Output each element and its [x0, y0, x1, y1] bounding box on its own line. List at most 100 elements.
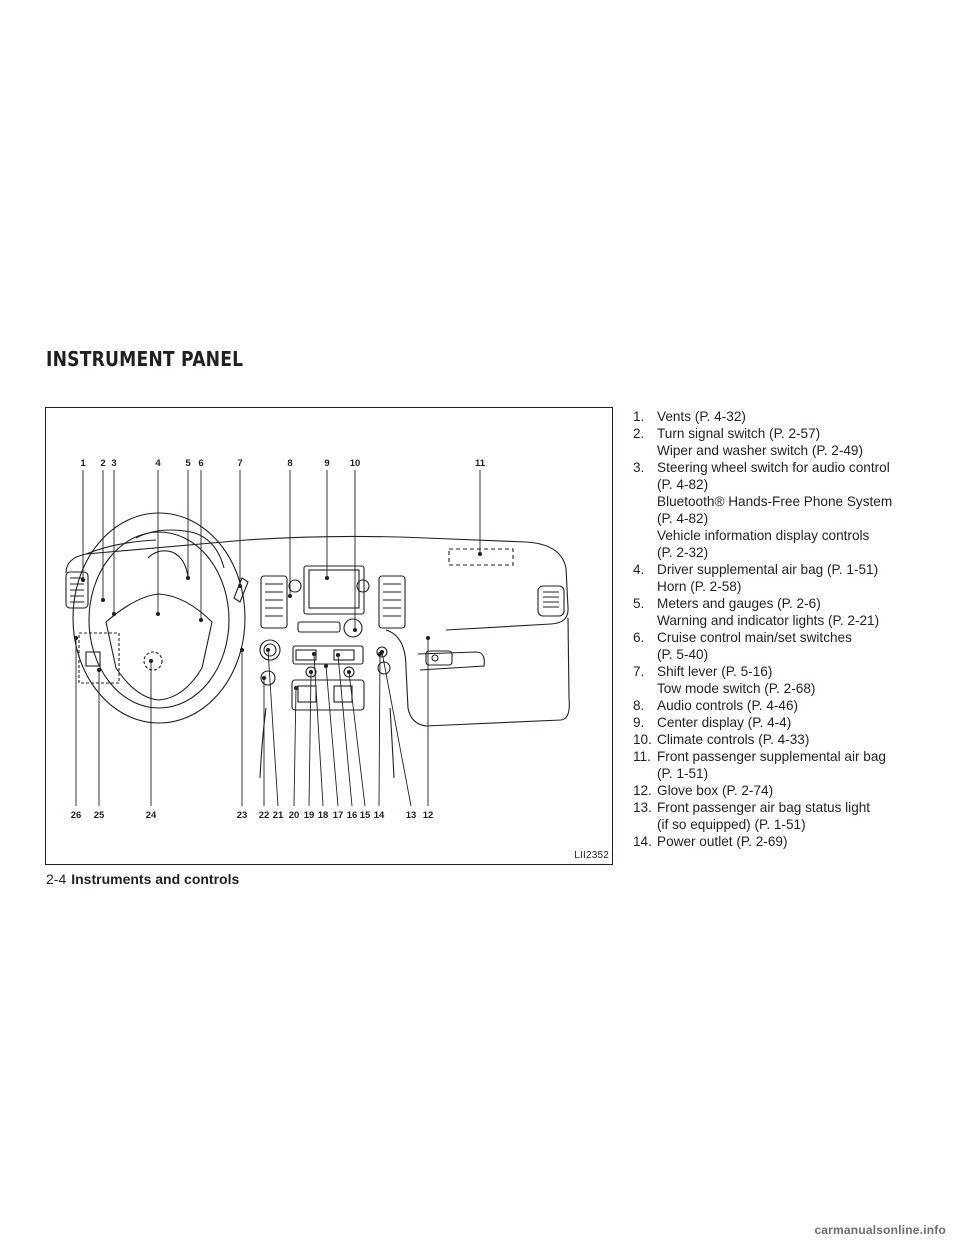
leader-line: [381, 651, 412, 807]
list-item-line: Climate controls (P. 4-33): [657, 732, 810, 747]
list-item-number: 2.: [633, 426, 645, 441]
list-item-text: Front passenger air bag status light(if …: [657, 799, 933, 833]
list-item-text: Center display (P. 4-4): [657, 714, 933, 731]
callout-number: 2: [100, 458, 105, 469]
list-item: 11.Front passenger supplemental air bag(…: [633, 748, 933, 782]
leader-dot: [148, 658, 154, 664]
leader-dot: [73, 635, 79, 641]
list-item-text: Cruise control main/set switches (P. 5-40…: [657, 629, 933, 663]
list-item-number: 7.: [633, 664, 645, 679]
list-item-number: 13.: [633, 800, 652, 815]
leader-dot: [352, 627, 358, 633]
list-item: 9. Center display (P. 4-4): [633, 714, 933, 731]
callout-number: 22: [259, 810, 270, 821]
list-item-text: Climate controls (P. 4-33): [657, 731, 933, 748]
list-item-line: Glove box (P. 2-74): [657, 783, 774, 798]
list-item-text: Shift lever (P. 5-16)Tow mode switch (P.…: [657, 663, 933, 697]
callout-number: 25: [94, 810, 105, 821]
callout-number: 19: [304, 810, 315, 821]
callout-number: 24: [146, 810, 157, 821]
list-item-number: 3.: [633, 460, 645, 475]
list-item-line: Steering wheel switch for audio control: [657, 460, 890, 475]
leader-dot: [287, 593, 293, 599]
list-item-line: Vehicle information display controls: [657, 528, 870, 543]
callout-number: 5: [185, 458, 191, 469]
leader-line: [267, 649, 279, 807]
list-item-number: 4.: [633, 562, 645, 577]
list-item-line: (P. 4-82): [657, 511, 709, 526]
list-item: 1.Vents (P. 4-32): [633, 408, 933, 425]
list-item-line: Bluetooth® Hands-Free Phone System: [657, 494, 893, 509]
list-item-line: Meters and gauges (P. 2-6): [657, 596, 821, 611]
list-item: 3. Steering wheel switch for audio contro…: [633, 459, 933, 561]
list-item-number: 8.: [633, 698, 645, 713]
leader-line: [378, 653, 381, 807]
figure-code: LII2352: [574, 850, 609, 861]
list-item-number: 14.: [633, 834, 652, 849]
list-item-line: Warning and indicator lights (P. 2-21): [657, 613, 880, 628]
list-item-text: Meters and gauges (P. 2-6) Warning and in…: [657, 595, 933, 629]
list-item-text: Driver supplemental air bag (P. 1-51)Hor…: [657, 561, 933, 595]
list-item-text: Turn signal switch (P. 2-57)Wiper and wa…: [657, 425, 933, 459]
callout-number: 23: [237, 810, 248, 821]
leader-line: [293, 687, 297, 807]
list-item-number: 5.: [633, 596, 645, 611]
list-item-line: Power outlet (P. 2-69): [657, 834, 788, 849]
watermark: carmanualsonline.info: [814, 1223, 946, 1237]
callout-number: 16: [347, 810, 358, 821]
callout-number: 11: [475, 458, 486, 469]
list-item-number: 12.: [633, 783, 652, 798]
callout-number: 17: [333, 810, 344, 821]
list-item-text: Steering wheel switch for audio control (…: [657, 459, 933, 561]
callout-number: 6: [198, 458, 203, 469]
list-item: 4. Driver supplemental air bag (P. 1-51)H…: [633, 561, 933, 595]
leader-dot: [185, 575, 191, 581]
leader-dot: [237, 583, 243, 589]
leader-line: [313, 653, 324, 807]
leader-dot: [111, 611, 117, 617]
list-item-line: Driver supplemental air bag (P. 1-51): [657, 562, 879, 577]
leader-dot: [425, 635, 431, 641]
list-item-line: (P. 5-40): [657, 647, 709, 662]
leader-dot: [311, 651, 317, 657]
list-item-text: Vents (P. 4-32): [657, 408, 933, 425]
callout-number: 9: [324, 458, 329, 469]
callout-number: 14: [374, 810, 385, 821]
leader-dot: [308, 669, 314, 675]
leader-dot: [335, 652, 341, 658]
leader-dot: [477, 551, 483, 557]
leader-line: [325, 665, 339, 807]
list-item: 10.Climate controls (P. 4-33): [633, 731, 933, 748]
leader-dot: [100, 597, 106, 603]
list-item: 8.Audio controls (P. 4-46): [633, 697, 933, 714]
callout-number: 7: [237, 458, 242, 469]
list-item-line: Turn signal switch (P. 2-57): [657, 426, 821, 441]
section-title: INSTRUMENT PANEL: [46, 347, 244, 371]
leader-dot: [239, 647, 245, 653]
list-item: 6.Cruise control main/set switches(P. 5-…: [633, 629, 933, 663]
callout-number: 15: [360, 810, 371, 821]
list-item-number: 9.: [633, 715, 645, 730]
list-item-line: Vents (P. 4-32): [657, 409, 746, 424]
list-item-line: Tow mode switch (P. 2-68): [657, 681, 816, 696]
leader-dot: [155, 611, 161, 617]
list-item-line: Front passenger supplemental air bag: [657, 749, 886, 764]
leader-dot: [293, 685, 299, 691]
leader-dot: [261, 675, 267, 681]
list-item-text: Glove box (P. 2-74): [657, 782, 933, 799]
leader-line: [308, 671, 312, 807]
leader-dot: [324, 575, 330, 581]
callout-number: 3: [111, 458, 116, 469]
list-item: 13. Front passenger air bag status light(…: [633, 799, 933, 833]
list-item-line: (if so equipped) (P. 1-51): [657, 817, 806, 832]
list-item: 2. Turn signal switch (P. 2-57)Wiper and …: [633, 425, 933, 459]
list-item: 7. Shift lever (P. 5-16)Tow mode switch (…: [633, 663, 933, 697]
chapter-title: Instruments and controls: [71, 871, 240, 887]
callout-number: 20: [289, 810, 300, 821]
list-item: 12. Glove box (P. 2-74): [633, 782, 933, 799]
list-item-line: (P. 1-51): [657, 766, 709, 781]
list-item-line: Cruise control main/set switches: [657, 630, 852, 645]
